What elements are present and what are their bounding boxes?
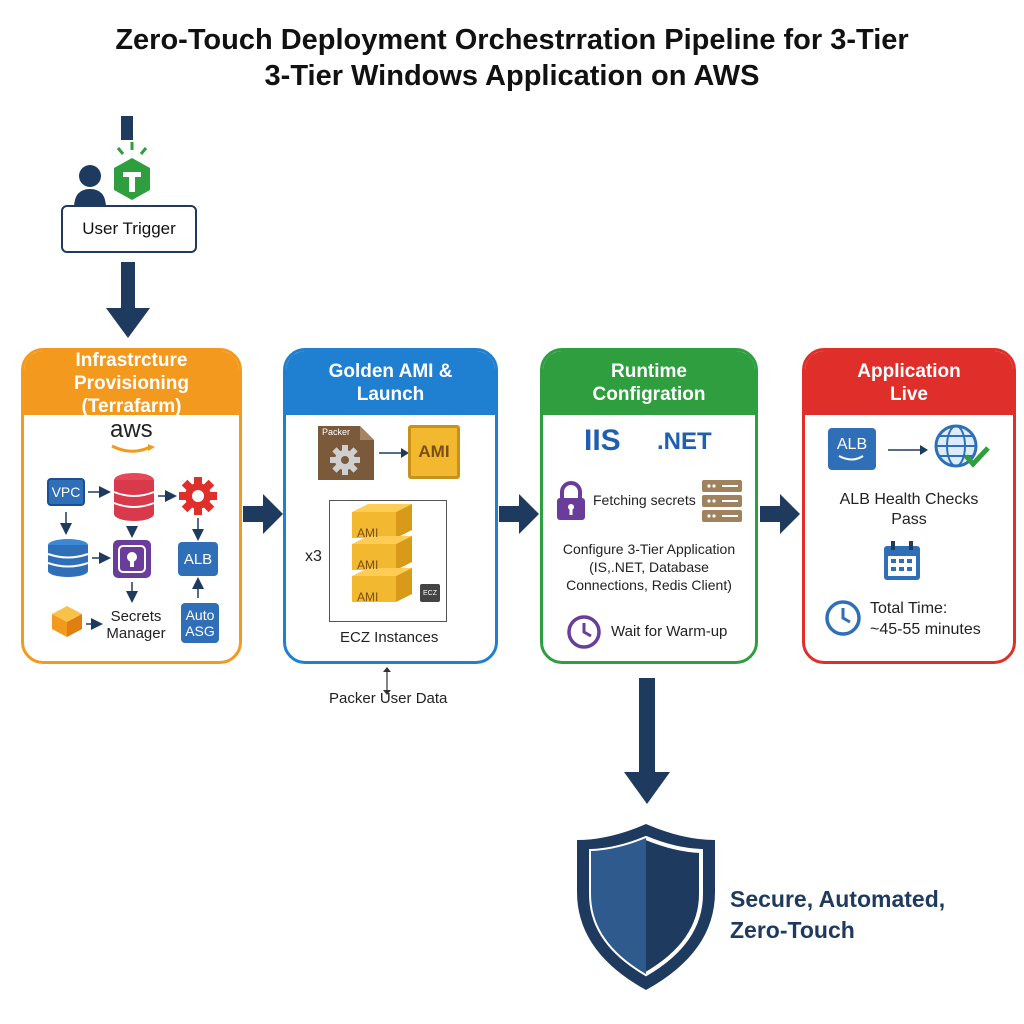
ami-stack-label-2: AMI xyxy=(357,558,379,572)
gear-red-icon xyxy=(179,477,217,515)
packer-user-data-label: Packer User Data xyxy=(329,690,448,707)
top-connector xyxy=(121,116,133,140)
aws-smile-icon xyxy=(111,444,155,453)
user-icon xyxy=(74,165,106,208)
user-trigger-label: User Trigger xyxy=(82,219,176,238)
lock-icon xyxy=(557,481,585,520)
diagram-title-line2: 3-Tier Windows Application on AWS xyxy=(264,60,760,92)
total-time-label: Total Time: ~45-55 minutes xyxy=(870,598,981,640)
aws-logo: aws xyxy=(110,416,153,443)
auto-asg-line2: ASG xyxy=(185,623,215,639)
stage-runtime-header: Runtime Configration xyxy=(543,351,755,415)
stage-infrastructure-header: Infrastrcture Provisioning (Terrafarm) xyxy=(24,349,239,417)
footer-line2: Zero-Touch xyxy=(730,917,855,943)
terraform-trigger-icon xyxy=(114,142,150,200)
alb-live-label: ALB xyxy=(836,436,868,453)
ami-stack-label-1: AMI xyxy=(357,526,379,540)
alb-to-globe-arrow xyxy=(888,445,928,455)
ami-stack-icon xyxy=(352,504,412,602)
calendar-icon xyxy=(884,541,920,580)
arrow-runtime-to-live xyxy=(760,494,800,534)
security-shield-icon xyxy=(577,824,715,990)
alb-live-badge: ALB xyxy=(828,428,876,470)
stage-live-title-1: Application xyxy=(857,361,961,382)
health-line1: ALB Health Checks xyxy=(839,491,979,508)
total-line1: Total Time: xyxy=(870,600,948,617)
ecz-instances-label: ECZ Instances xyxy=(340,629,439,646)
arrow-golden-to-runtime xyxy=(499,494,539,534)
stage-golden-title-2: Launch xyxy=(356,384,425,405)
secrets-manager-line2: Manager xyxy=(106,625,166,642)
total-line2: ~45-55 minutes xyxy=(870,621,981,638)
ami-instances-frame xyxy=(329,500,447,622)
ami-image-tile: AMI xyxy=(408,425,460,479)
iis-logo: IIS xyxy=(584,424,621,457)
vpc-node: VPC xyxy=(47,478,85,506)
diagram-title-line1: Zero-Touch Deployment Orchestrration Pip… xyxy=(115,24,909,56)
stage-golden-ami-header: Golden AMI & Launch xyxy=(286,351,495,415)
configure-line3: Connections, Redis Client) xyxy=(566,577,732,593)
ami-label: AMI xyxy=(418,442,450,461)
alb-node: ALB xyxy=(178,542,218,576)
stage-application-live: Application Live xyxy=(802,348,1016,664)
ecz-chip-label: ECZ xyxy=(423,589,437,597)
arrow-infra-to-golden xyxy=(243,494,283,534)
stage-infrastructure-title-2: (Terrafarm) xyxy=(81,395,182,417)
instance-multiplier: x3 xyxy=(305,548,322,565)
auto-asg-line1: Auto xyxy=(185,607,215,623)
secrets-box-icon xyxy=(52,606,82,637)
packer-to-ami-arrow xyxy=(379,448,409,458)
globe-check-icon xyxy=(934,424,990,468)
stopwatch-icon xyxy=(825,600,861,636)
packer-label: Packer xyxy=(322,427,351,437)
stage-live-title-2: Live xyxy=(889,384,928,405)
configure-line1: Configure 3-Tier Application xyxy=(562,541,736,557)
stage-golden-title-1: Golden AMI & xyxy=(328,361,453,382)
database-blue-icon xyxy=(47,539,89,577)
footer-tagline: Secure, Automated, Zero-Touch xyxy=(730,884,945,946)
dotnet-logo: .NET xyxy=(657,428,712,455)
runtime-down-arrow xyxy=(624,678,670,804)
stage-runtime-title-1: Runtime xyxy=(611,361,687,382)
server-stack-icon xyxy=(702,480,742,522)
user-trigger-button[interactable]: User Trigger xyxy=(61,205,197,253)
user-data-connector xyxy=(383,667,391,695)
auto-asg-node: Auto ASG xyxy=(181,603,219,643)
stage-live-header: Application Live xyxy=(805,351,1013,415)
footer-line1: Secure, Automated, xyxy=(730,886,946,912)
stage-runtime-title-2: Configration xyxy=(592,384,706,405)
database-red-icon xyxy=(113,473,155,521)
fetching-secrets-label: Fetching secrets xyxy=(593,492,696,508)
packer-icon xyxy=(318,426,374,480)
secrets-manager-label: Secrets Manager xyxy=(98,608,174,642)
warmup-label: Wait for Warm-up xyxy=(611,623,728,640)
alb-smile-icon xyxy=(838,455,864,461)
secrets-manager-line1: Secrets xyxy=(110,608,162,625)
ecz-chip-icon: ECZ xyxy=(420,584,440,602)
health-line2: Pass xyxy=(891,511,927,528)
health-checks-label: ALB Health Checks Pass xyxy=(808,490,1010,530)
configure-line2: (IS,.NET, Database xyxy=(589,559,709,575)
ami-stack-label-3: AMI xyxy=(357,590,379,604)
secrets-vault-icon xyxy=(113,540,151,578)
stage-infrastructure-title-1: Infrastrcture Provisioning xyxy=(73,349,190,394)
trigger-down-arrow xyxy=(106,262,150,338)
configure-app-label: Configure 3-Tier Application (IS,.NET, D… xyxy=(545,540,753,594)
warmup-clock-icon xyxy=(567,615,601,649)
